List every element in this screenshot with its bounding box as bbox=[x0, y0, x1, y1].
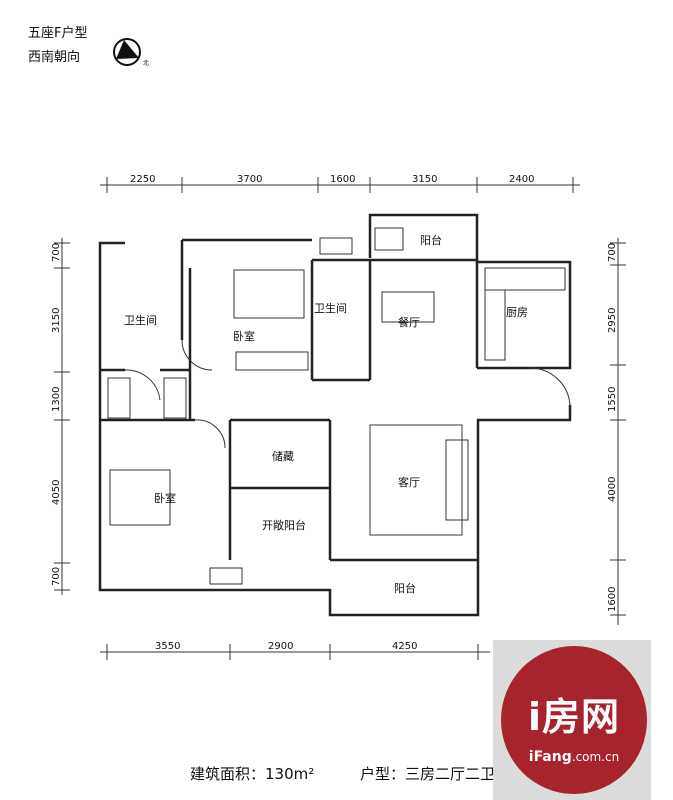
room-dining: 餐厅 bbox=[398, 315, 420, 329]
dim-bottom-1: 3550 bbox=[155, 641, 180, 652]
dim-bottom-3: 4250 bbox=[392, 641, 417, 652]
room-bathroom-2: 卫生间 bbox=[314, 301, 347, 315]
room-open-balcony: 开敞阳台 bbox=[262, 518, 306, 532]
area-value: 130m² bbox=[265, 765, 315, 783]
room-bedroom-1: 卧室 bbox=[233, 329, 255, 343]
dim-left-5: 700 bbox=[51, 567, 62, 586]
room-storage: 储藏 bbox=[272, 449, 294, 463]
area-label: 建筑面积： bbox=[190, 765, 266, 783]
logo-domain-bold: iFang bbox=[528, 749, 572, 765]
room-kitchen: 厨房 bbox=[506, 306, 528, 319]
logo-main: i房网 bbox=[527, 695, 621, 739]
unit-type-title: 五座F户型 bbox=[28, 26, 88, 41]
dimension-lines bbox=[54, 177, 626, 660]
logo-domain-rest: .com.cn bbox=[571, 750, 620, 764]
area-info: 建筑面积：130m² bbox=[190, 763, 314, 784]
layout-info: 户型：三房二厅二卫 bbox=[360, 763, 495, 784]
dim-top-3: 1600 bbox=[330, 174, 355, 185]
dim-top-4: 3150 bbox=[412, 174, 437, 185]
watermark-logo: i房网 iFang.com.cn bbox=[493, 640, 651, 800]
furniture bbox=[107, 227, 571, 585]
dim-right-3: 1550 bbox=[607, 387, 618, 412]
layout-value: 三房二厅二卫 bbox=[405, 765, 496, 783]
north-label: 北 bbox=[143, 59, 149, 67]
dim-right-1: 700 bbox=[607, 243, 618, 262]
dim-bottom-2: 2900 bbox=[268, 641, 293, 652]
dim-left-1: 700 bbox=[51, 243, 62, 262]
dim-right-5: 1600 bbox=[607, 587, 618, 612]
dim-top-5: 2400 bbox=[509, 174, 534, 185]
dim-left-4: 4050 bbox=[51, 480, 62, 505]
room-bathroom-1: 卫生间 bbox=[124, 313, 157, 327]
dim-left-2: 3150 bbox=[51, 308, 62, 333]
walls bbox=[98, 213, 572, 617]
room-balcony-bottom: 阳台 bbox=[394, 581, 416, 595]
layout-label: 户型： bbox=[360, 765, 406, 783]
room-balcony-top: 阳台 bbox=[420, 233, 442, 247]
dim-top-1: 2250 bbox=[130, 174, 155, 185]
dim-right-2: 2950 bbox=[607, 308, 618, 333]
dim-top-2: 3700 bbox=[237, 174, 262, 185]
dim-left-3: 1300 bbox=[51, 387, 62, 412]
orientation-label: 西南朝向 bbox=[28, 50, 81, 65]
room-bedroom-2: 卧室 bbox=[154, 491, 176, 505]
dim-right-4: 4000 bbox=[607, 477, 618, 502]
north-arrow-icon: 北 bbox=[113, 38, 149, 67]
room-living: 客厅 bbox=[398, 475, 420, 489]
